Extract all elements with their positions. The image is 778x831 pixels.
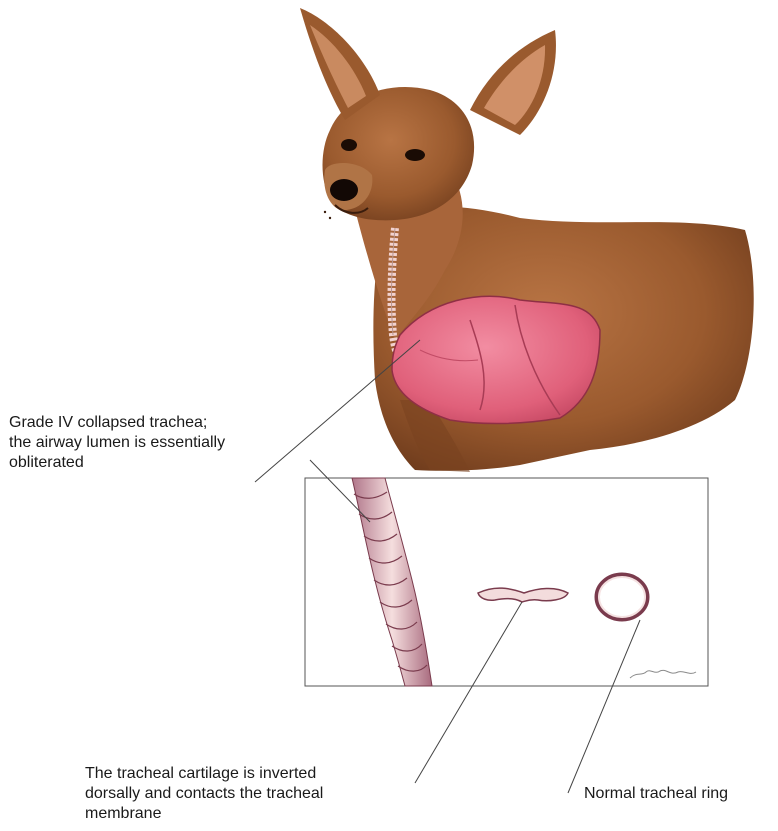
dog-eye-left <box>341 139 357 151</box>
label-collapsed-line-2: the airway lumen is essentially <box>9 433 225 453</box>
lungs <box>392 296 600 423</box>
label-inverted-line-1: The tracheal cartilage is inverted <box>85 764 323 784</box>
label-collapsed-line-1: Grade IV collapsed trachea; <box>9 413 225 433</box>
label-normal-line-1: Normal tracheal ring <box>584 784 728 804</box>
inset-panel <box>305 478 708 686</box>
dog-nose <box>330 179 358 201</box>
label-inverted-line-3: membrane <box>85 804 323 824</box>
label-collapsed-line-3: obliterated <box>9 453 225 473</box>
label-inverted-cartilage: The tracheal cartilage is inverted dorsa… <box>85 764 323 824</box>
dog-illustration <box>300 8 754 472</box>
label-normal-ring: Normal tracheal ring <box>584 784 728 804</box>
dog-eye-right <box>405 149 425 161</box>
label-inverted-line-2: dorsally and contacts the tracheal <box>85 784 323 804</box>
label-collapsed-trachea: Grade IV collapsed trachea; the airway l… <box>9 413 225 473</box>
